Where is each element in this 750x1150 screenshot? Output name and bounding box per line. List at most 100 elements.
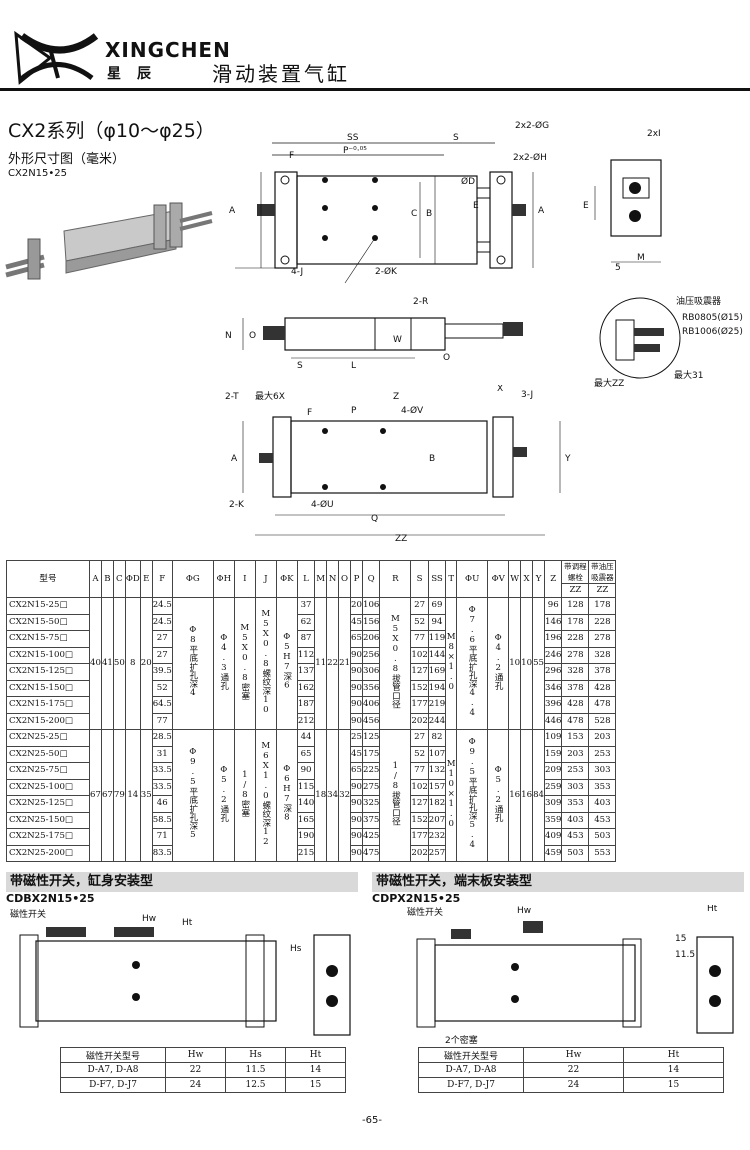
table-cell: 403	[588, 795, 617, 813]
table-header: 型号	[6, 560, 90, 598]
table-header: Z	[544, 560, 563, 598]
table-header: Ht	[285, 1047, 346, 1063]
table-cell: 22	[165, 1062, 226, 1078]
model-cell: CX2N25-150□	[6, 811, 90, 829]
label-v: 4-ØV	[401, 405, 424, 416]
table-cell: 14	[623, 1062, 724, 1078]
table-header: 带调程螺栓	[561, 560, 590, 584]
table-cell: 127	[410, 795, 429, 813]
label-o: O	[249, 331, 256, 341]
label-c: C	[411, 209, 417, 219]
table-cell: 79	[112, 729, 126, 862]
label-o2: O	[443, 353, 450, 363]
cell-text: Φ5.2通孔	[493, 764, 504, 823]
table-cell: 187	[296, 696, 316, 714]
table-cell: 90	[350, 811, 363, 829]
label-y: Y	[564, 454, 571, 464]
table-cell: Φ5H7深6	[275, 597, 298, 730]
table-header: Hw	[165, 1047, 226, 1063]
table-cell: Φ5.2通孔	[212, 729, 235, 862]
table-cell: 228	[561, 630, 590, 648]
table-cell: 67	[89, 729, 102, 862]
table-cell: 67	[100, 729, 114, 862]
table-cell: 90	[350, 844, 363, 862]
table-cell: 15	[285, 1077, 346, 1093]
table-cell: 456	[361, 712, 381, 730]
damper-rb1006: RB1006(Ø25)	[682, 326, 743, 337]
label-p: P⁻⁰·⁰⁵	[343, 146, 367, 156]
cell-text: Φ8平底扩孔深4	[187, 625, 198, 698]
table-cell: 102	[410, 646, 429, 664]
table-cell: 8	[124, 597, 141, 730]
brand-name-cn: 星辰	[107, 66, 167, 82]
cell-text: M10×1.0	[446, 758, 457, 829]
damper-title: 油压吸震器	[676, 295, 721, 307]
label-b: B	[426, 209, 432, 219]
section-end-mount: 带磁性开关，端末板安装型 CDPX2N15•25	[372, 872, 744, 905]
label-f-bot: F	[307, 408, 312, 418]
table-cell: 90	[350, 828, 363, 846]
table-cell: 27	[151, 646, 173, 664]
label-a2: A	[538, 206, 545, 216]
dimension-subtitle: 外形尺寸图（毫米）	[8, 152, 126, 167]
table-header: ΦV	[487, 560, 510, 598]
table-cell: 52	[151, 679, 173, 697]
table-cell: 328	[588, 646, 617, 664]
table-cell: 406	[361, 696, 381, 714]
table-cell: Φ7.6平底扩孔深4.4	[456, 597, 489, 730]
table-cell: 375	[361, 811, 381, 829]
table-header: Ht	[623, 1047, 724, 1063]
table-cell: 90	[350, 696, 363, 714]
page-header: XINGCHEN 星辰 滑动装置气缸	[0, 0, 750, 95]
table-cell: 115	[296, 778, 316, 796]
label-r: 2-R	[413, 297, 428, 307]
table-cell: 27	[151, 630, 173, 648]
table-header: ΦG	[171, 560, 214, 598]
table-header: ZZ	[588, 583, 617, 598]
table-cell: 102	[410, 778, 429, 796]
table-cell: 35	[139, 729, 153, 862]
label-g: 2x2-ØG	[515, 120, 549, 131]
table-cell: 127	[410, 663, 429, 681]
table-header: I	[233, 560, 256, 598]
table-header: N	[326, 560, 340, 598]
section-code-end-mount: CDPX2N15•25	[372, 892, 461, 905]
table-cell: 207	[427, 811, 447, 829]
model-cell: CX2N15-75□	[6, 630, 90, 648]
table-cell: 303	[561, 778, 590, 796]
table-cell: 14	[285, 1062, 346, 1078]
table-cell: 177	[410, 828, 429, 846]
table-cell: M5X0.8密塞	[233, 597, 256, 730]
table-cell: 259	[544, 778, 563, 796]
table-header: S	[410, 560, 429, 598]
table-cell: 396	[544, 696, 563, 714]
table-cell: 87	[296, 630, 316, 648]
table-cell: 356	[361, 679, 381, 697]
table-cell: 96	[544, 597, 563, 615]
table-cell: 77	[410, 762, 429, 780]
table-cell: 144	[427, 646, 447, 664]
label-d: ØD	[461, 176, 475, 187]
model-cell: CX2N25-75□	[6, 762, 90, 780]
table-cell: 34	[326, 729, 340, 862]
top-view-drawing: SS S P⁻⁰·⁰⁵ F 2x2-ØG 2x2-ØH ØD A C B E A…	[229, 120, 549, 284]
table-cell: 40	[89, 597, 102, 730]
section-title-end-mount: 带磁性开关，端末板安装型	[372, 872, 744, 892]
table-cell: 41	[100, 597, 114, 730]
table-cell: Φ8平底扩孔深4	[171, 597, 214, 730]
switch-label-left: 磁性开关	[10, 908, 46, 920]
table-cell: D-F7, D-J7	[60, 1077, 166, 1093]
table-cell: 125	[361, 729, 381, 747]
table-cell: 152	[410, 679, 429, 697]
label-hw-left: Hw	[142, 914, 156, 924]
table-cell: 346	[544, 679, 563, 697]
table-cell: 503	[561, 844, 590, 862]
table-cell: 156	[361, 613, 381, 631]
table-cell: 202	[410, 712, 429, 730]
label-w: W	[393, 335, 402, 345]
